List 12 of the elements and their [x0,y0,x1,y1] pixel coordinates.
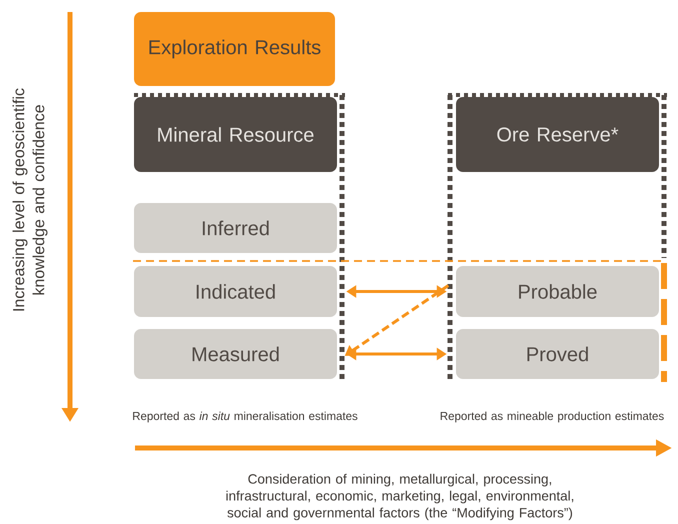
class-box: Measured [134,329,337,379]
category-box: Mineral Resource [134,97,337,172]
category-box: Ore Reserve* [456,97,659,172]
class-box: Probable [456,266,659,317]
note-text: Reported as in situ mineralisation estimates [133,412,358,422]
class-box: Proved [456,329,659,379]
axis-label: Increasing level of geoscientific knowledge and confidence [12,88,48,311]
category-box: Exploration Results [134,12,335,86]
class-box: Inferred [134,203,337,253]
note-text: Reported as mineable production estimates [440,412,664,422]
class-box: Indicated [134,266,337,317]
caption-text: Consideration of mining, metallurgical, processing, infrastructural, economic, marketing, legal, environmental, social and governmental factors (the “Modifying Factors”) [226,474,574,520]
